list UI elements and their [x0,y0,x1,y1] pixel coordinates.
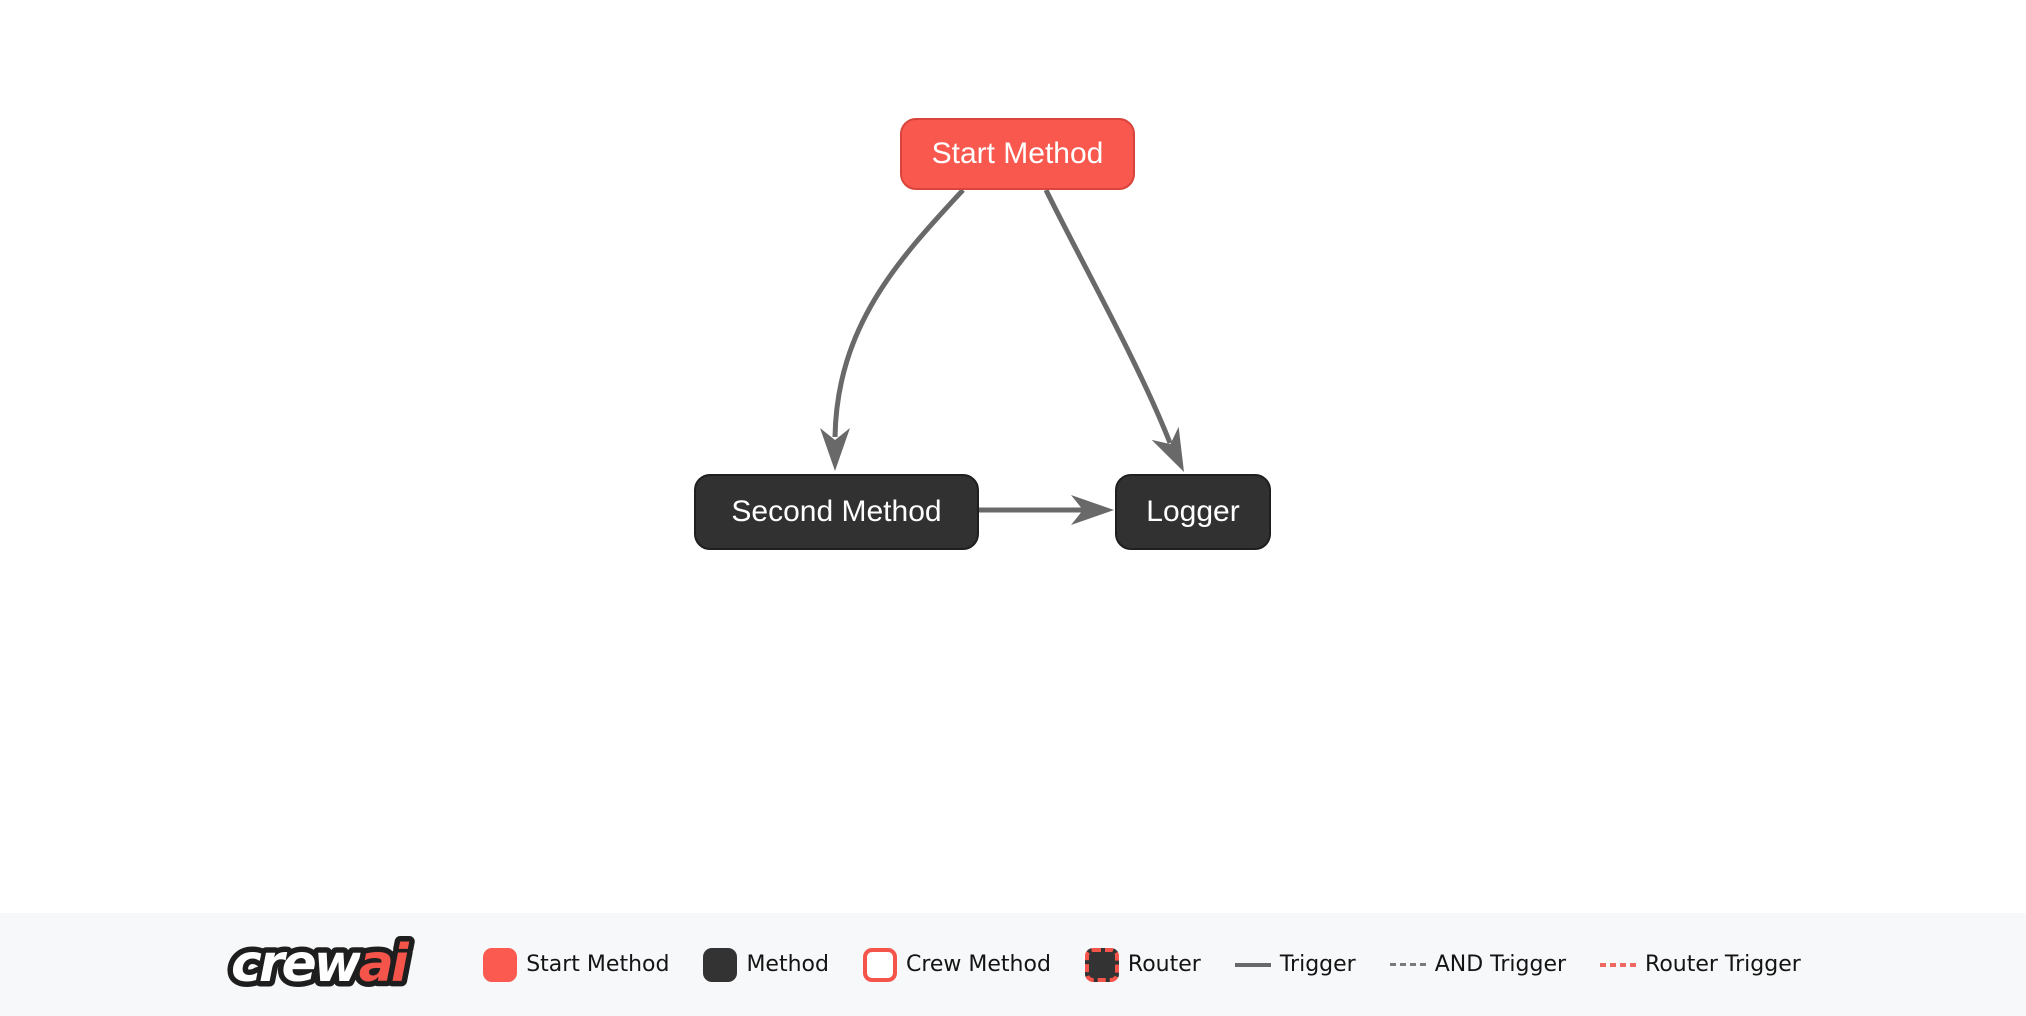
arrowhead-into-logger-horizontal [1071,495,1114,525]
node-second-method[interactable]: Second Method [694,474,979,550]
logo-text-crew: crew [231,934,363,994]
edge-start-to-logger [1043,188,1173,444]
legend-item-trigger: Trigger [1234,952,1356,977]
edges-layer [820,188,1184,525]
legend-label-and-trigger: AND Trigger [1434,952,1567,977]
legend-item-and-trigger: AND Trigger [1389,952,1567,977]
node-logger[interactable]: Logger [1115,474,1271,550]
router-trigger-line-icon [1600,962,1637,967]
legend-item-method: Method [703,947,829,982]
crewai-logo: crewai [225,921,443,1008]
flow-diagram-canvas[interactable]: Start Method Second Method Logger [0,0,2026,913]
node-logger-label: Logger [1146,495,1240,528]
and-trigger-line-icon [1389,963,1426,966]
start-method-swatch-icon [483,947,518,982]
arrowhead-into-second-method [820,428,850,471]
node-second-method-label: Second Method [731,495,942,528]
legend-item-crew-method: Crew Method [862,947,1051,982]
method-swatch-icon [703,947,738,982]
legend-item-start-method: Start Method [483,947,670,982]
legend-label-method: Method [746,952,829,977]
node-start-method-label: Start Method [931,137,1104,170]
legend-item-router: Router [1084,947,1201,982]
trigger-line-icon [1234,962,1271,967]
legend-label-crew-method: Crew Method [905,952,1051,977]
edge-start-to-second-method [832,188,965,438]
legend-label-start-method: Start Method [526,952,670,977]
node-start-method[interactable]: Start Method [900,118,1135,190]
legend-item-router-trigger: Router Trigger [1600,952,1801,977]
crewai-logo-svg: crewai [226,929,419,1000]
legend-label-router-trigger: Router Trigger [1645,952,1801,977]
legend-bar: crewai Start Method Method Crew Method R… [0,913,2026,1016]
legend-label-router: Router [1127,952,1201,977]
svg-text:crewai: crewai [231,934,410,994]
arrowhead-into-logger [1151,426,1184,472]
router-swatch-icon [1084,947,1119,982]
crew-method-swatch-icon [862,947,897,982]
logo-text-ai: ai [359,934,410,994]
legend-label-trigger: Trigger [1279,952,1356,977]
